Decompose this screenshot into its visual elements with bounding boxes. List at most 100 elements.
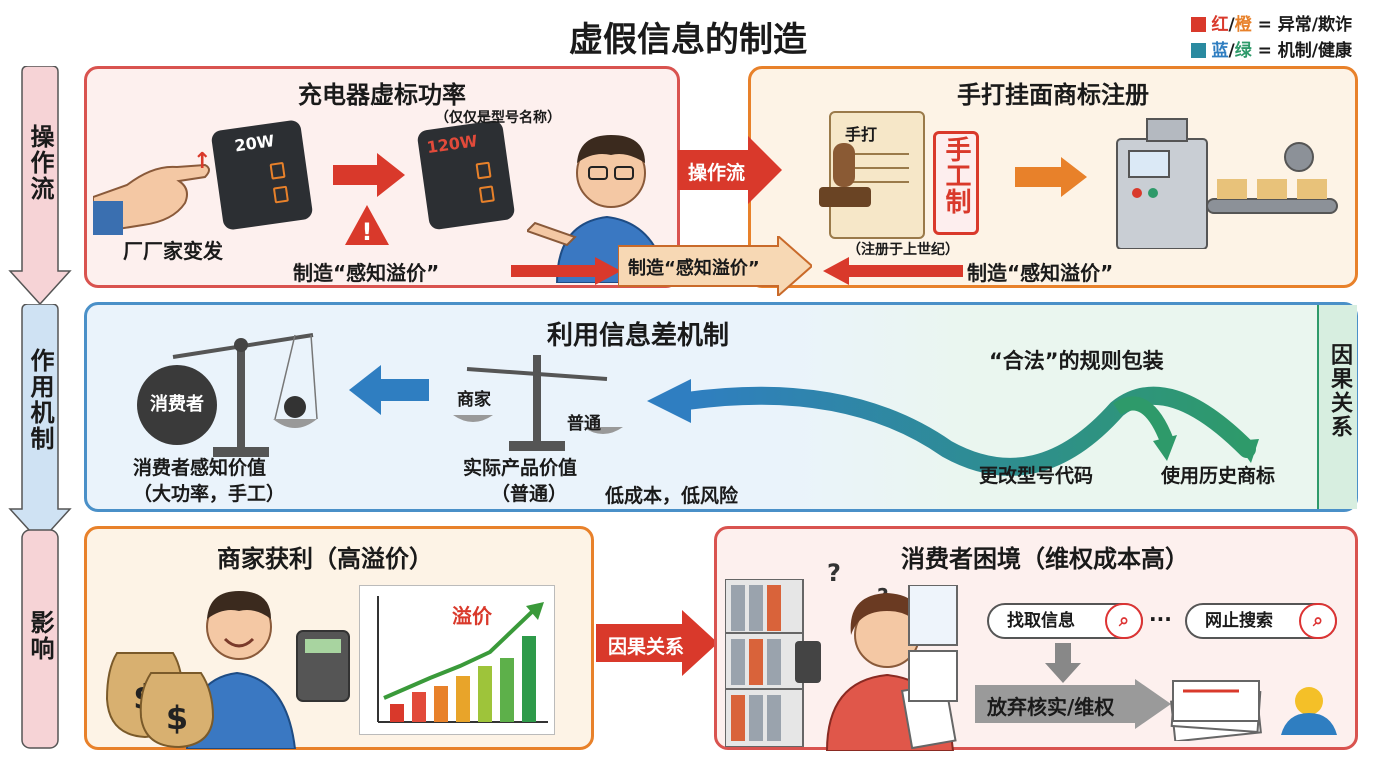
actual-value-label: 实际产品价值 [463, 457, 578, 479]
panel-profit: 商家获利（高溢价） $ $ 溢价 [84, 526, 594, 750]
panel-mechanism-title: 利用信息差机制 [547, 321, 730, 351]
side-arrow-shape [8, 66, 72, 306]
panel-charger-title: 充电器虚标功率 [298, 81, 466, 109]
svg-text:$: $ [166, 699, 188, 737]
happy-merchant-icon: $ $ [105, 591, 350, 749]
side-label-mechanism: 作用机制 [8, 348, 72, 459]
legend-sep: / [1228, 15, 1235, 35]
wavy-gradient-arrow [647, 379, 1259, 476]
panel-dilemma: 消费者困境（维权成本高） ?? 找取信息⌕ ··· 网止搜索⌕ 放弃核实/维权 [714, 526, 1358, 751]
svg-text:!: ! [362, 218, 373, 246]
side-flow-operation: 操作流 [8, 66, 72, 306]
up-arrow-icon: ↑ [193, 149, 212, 174]
charger-120w-label: 120W [425, 131, 479, 158]
seal-text: 手工制 [941, 136, 971, 214]
panel-profit-title: 商家获利（高溢价） [217, 545, 433, 573]
side-flow-mechanism: 作用机制 [8, 304, 72, 544]
causal-arrow-label: 因果关系 [608, 636, 685, 658]
panel-mechanism: 利用信息差机制 消费者 消费者感知价值 （大功率，手工） 商家 普通 实际产品价… [84, 302, 1358, 512]
usb-port-icon [269, 161, 286, 180]
usb-port-icon [478, 185, 495, 204]
charger-note: （仅仅是型号名称） [435, 110, 561, 126]
chart-bar [456, 676, 470, 722]
side-label-operation-text: 操作流 [26, 124, 54, 202]
side-label-mechanism-text: 作用机制 [26, 348, 54, 452]
legend-meaning-healthy: = 机制/健康 [1251, 41, 1352, 61]
stamp-icon [819, 143, 871, 207]
down-arrow-icon [1045, 643, 1081, 683]
search-box-web-search-text: 网止搜索 [1205, 611, 1273, 631]
red-swatch [1191, 17, 1207, 32]
legend-blue: 蓝 [1211, 41, 1229, 61]
chart-bar [434, 686, 448, 722]
perceived-premium-label: 制造“感知溢价” [628, 258, 760, 279]
consumer-value-label: 消费者感知价值 [133, 457, 267, 479]
consumer-weight: 消费者 [137, 365, 217, 445]
right-arrow-icon [333, 153, 405, 197]
page-title: 虚假信息的制造 [569, 20, 807, 60]
legend-row-red-orange: 红/橙 = 异常/欺诈 [1191, 12, 1352, 38]
side-arrow-shape [8, 304, 72, 544]
balanced-scale-icon [453, 355, 623, 451]
legend-red: 红 [1211, 15, 1229, 35]
right-arrow-icon [1015, 157, 1087, 197]
svg-text:?: ? [827, 559, 841, 587]
maker-label: 厂厂家变发 [123, 239, 223, 263]
scroll-line [845, 167, 909, 169]
historic-trademark-label: 使用历史商标 [1161, 465, 1276, 487]
usb-port-icon [272, 185, 289, 204]
trademark-bottom-label: 制造“感知溢价” [967, 261, 1114, 285]
side-label-impact-text: 影响 [26, 610, 54, 662]
chart-premium-label: 溢价 [452, 604, 492, 628]
charger-20w-label: 20W [233, 131, 276, 156]
scroll-text: 手打 [845, 125, 878, 144]
consumer-weight-label: 消费者 [150, 394, 204, 415]
charger-bottom-label: 制造“感知溢价” [293, 261, 440, 285]
search-box-find-info[interactable]: 找取信息⌕ [987, 603, 1143, 639]
charger-20w-icon: 20W [210, 119, 314, 231]
operation-flow-label: 操作流 [688, 162, 746, 184]
legend-row-blue-green: 蓝/绿 = 机制/健康 [1191, 38, 1352, 64]
perceived-premium-badge [618, 236, 812, 296]
premium-chart-svg [377, 596, 548, 723]
consumer-value-sub: （大功率，手工） [133, 483, 286, 505]
warning-icon: ! [345, 205, 389, 246]
side-label-operation: 操作流 [8, 124, 72, 209]
actual-value-sub: （普通） [491, 483, 568, 505]
side-box-shape [21, 529, 59, 749]
chart-bar [500, 658, 514, 722]
change-model-code-label: 更改型号代码 [979, 465, 1094, 487]
scale-merchant-label: 商家 [457, 390, 491, 410]
charger-120w-icon: 120W [416, 119, 516, 231]
legend-sep: / [1228, 41, 1235, 61]
right-arrow-icon [511, 257, 621, 285]
noodle-machine-icon [1116, 118, 1338, 249]
causality-side-text: 因果关系 [1327, 343, 1352, 439]
scroll-line [845, 153, 909, 155]
causal-arrow [596, 610, 718, 676]
search-box-web-search[interactable]: 网止搜索⌕ [1185, 603, 1337, 639]
left-arrow-icon [349, 365, 429, 415]
causality-side-label: 因果关系 [1319, 343, 1359, 448]
chart-bar [390, 704, 404, 722]
left-arrow-icon [823, 257, 963, 285]
hand-icon [93, 163, 210, 235]
side-label-impact: 影响 [8, 610, 72, 669]
causality-side-tab: 因果关系 [1317, 305, 1357, 509]
legend-orange: 橙 [1234, 15, 1252, 35]
legend-green: 绿 [1234, 41, 1252, 61]
blue-swatch [1191, 43, 1207, 58]
certificate-scroll-icon: 手打 [829, 111, 925, 239]
chart-bar [412, 692, 426, 722]
chart-bar [522, 636, 536, 722]
low-cost-label: 低成本，低风险 [605, 485, 739, 507]
search-icon: ⌕ [1105, 603, 1143, 639]
paper-stack-icon [1170, 680, 1337, 741]
panel-dilemma-title: 消费者困境（维权成本高） [901, 545, 1189, 573]
legend: 红/橙 = 异常/欺诈 蓝/绿 = 机制/健康 [1191, 12, 1352, 64]
legal-packaging-label: “合法”的规则包装 [989, 349, 1164, 373]
give-up-label: 放弃核实/维权 [987, 695, 1115, 719]
chart-bar [478, 666, 492, 722]
binders-shelf-icon [725, 579, 804, 747]
handmade-seal: 手工制 [933, 131, 979, 235]
